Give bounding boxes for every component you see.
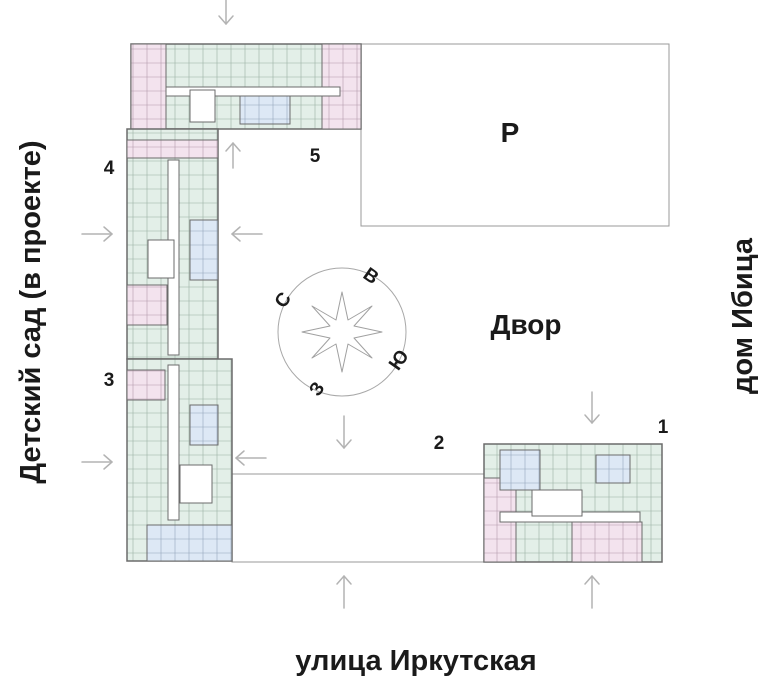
arrow-up-section-5	[225, 142, 241, 169]
building-section-4	[126, 128, 219, 360]
section-number-4: 4	[104, 158, 115, 179]
arrow-down-section-1	[584, 391, 600, 424]
building-section-5	[130, 43, 362, 130]
lower-lot	[231, 473, 485, 563]
section-number-5: 5	[310, 146, 321, 167]
section-number-3: 3	[104, 370, 115, 391]
arrow-left-courtyard-1	[231, 226, 263, 242]
compass-rose: С В Ю З	[271, 264, 414, 400]
arrow-left-kindergarten-1	[81, 226, 113, 242]
compass-east: В	[359, 264, 382, 289]
entrance-arrows	[81, 0, 600, 609]
parking-lot	[360, 43, 670, 227]
compass-south: Ю	[385, 346, 413, 374]
arrow-up-street-2	[584, 575, 600, 609]
arrow-left-courtyard-2	[235, 450, 267, 466]
compass-star-icon	[301, 291, 383, 373]
arrow-up-street-1	[336, 575, 352, 609]
arrow-down-compass	[336, 415, 352, 449]
compass-west: З	[305, 378, 329, 400]
courtyard-label: Двор	[491, 309, 562, 340]
section-number-1: 1	[658, 417, 669, 438]
building-section-1	[483, 443, 663, 563]
arrow-left-kindergarten-2	[81, 454, 113, 470]
building-section-3	[126, 358, 233, 562]
section-number-2: 2	[434, 433, 445, 454]
kindergarten-label: Детский сад (в проекте)	[15, 140, 47, 483]
street-label: улица Иркутская	[295, 645, 536, 677]
arrow-down-top	[218, 0, 234, 25]
neighbor-house-label: дом Ибица	[727, 237, 759, 394]
parking-label: Р	[501, 117, 520, 148]
